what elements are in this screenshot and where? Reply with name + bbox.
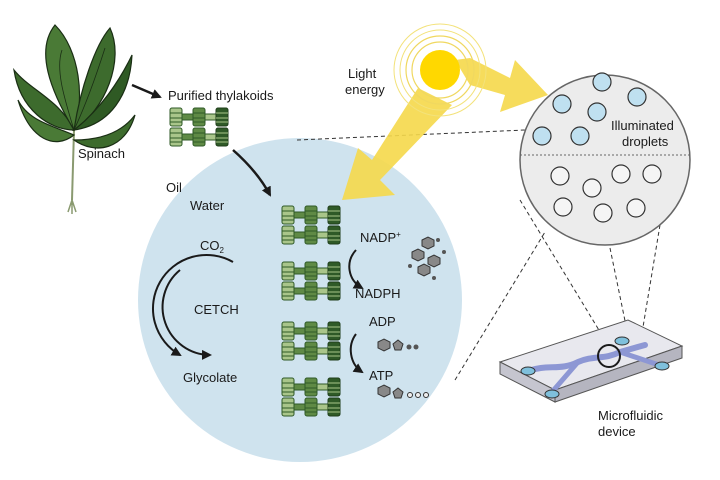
label-oil: Oil [166, 180, 182, 195]
label-atp: ATP [369, 368, 393, 383]
label-droplets: droplets [622, 134, 669, 149]
label-nadph: NADPH [355, 286, 401, 301]
light-beam-down [342, 88, 452, 200]
microfluidic-device-icon [498, 319, 684, 403]
label-cetch: CETCH [194, 302, 239, 317]
nadp-molecule-icon [408, 236, 446, 280]
droplets-magnifier [519, 72, 691, 246]
light-beam-right [455, 58, 548, 112]
arrow-nadp-to-nadph [348, 249, 364, 289]
label-co2: CO2 [200, 238, 225, 255]
spinach-icon [13, 24, 136, 214]
label-illuminated: Illuminated [611, 118, 674, 133]
label-water: Water [190, 198, 225, 213]
label-nadp: NADP+ [360, 230, 401, 245]
arrow-adp-to-atp [349, 333, 364, 374]
label-spinach: Spinach [78, 146, 125, 161]
cetch-cycle [152, 254, 234, 360]
dark-droplet-icons [550, 164, 662, 223]
adp-molecule-icon [377, 338, 419, 352]
label-purified-thylakoids: Purified thylakoids [168, 88, 274, 103]
sun-icon [393, 23, 487, 117]
label-energy: energy [345, 82, 385, 97]
arrow-thylakoids-to-droplet [232, 149, 272, 197]
arrow-spinach-to-thylakoids [131, 83, 162, 99]
water-droplet [138, 138, 462, 462]
atp-molecule-icon [377, 384, 429, 399]
label-adp: ADP [369, 314, 396, 329]
illuminated-droplet-icons [532, 72, 647, 146]
label-device: device [598, 424, 636, 439]
label-microfluidic: Microfluidic [598, 408, 664, 423]
label-light: Light [348, 66, 377, 81]
thylakoid-purified [170, 108, 228, 146]
label-glycolate: Glycolate [183, 370, 237, 385]
